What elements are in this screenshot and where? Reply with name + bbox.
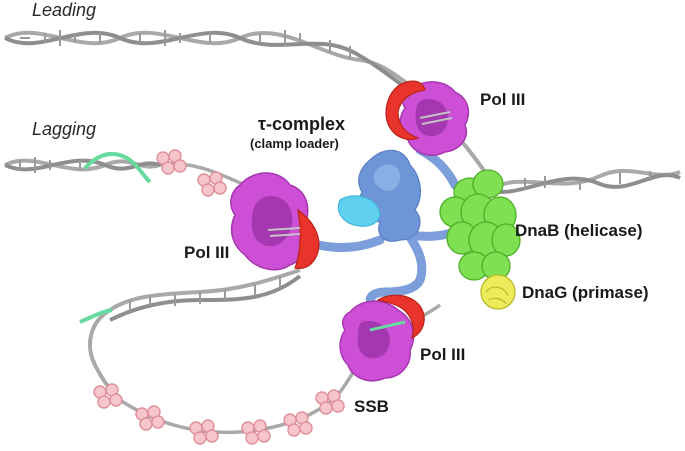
beta-clamp-bottom	[376, 294, 425, 340]
pol3-bottom	[339, 294, 425, 382]
rna-primer-upper	[83, 151, 152, 184]
dnag-primase	[480, 274, 516, 310]
pol3-left	[230, 172, 320, 271]
beta-clamp-top	[385, 80, 426, 141]
tau-complex-label: τ-complex	[258, 114, 345, 134]
leading-strand-dna	[4, 30, 422, 98]
ssb-cluster	[241, 419, 271, 445]
ssb-cluster	[93, 383, 123, 409]
ssb-cluster	[135, 405, 165, 431]
ssb-cluster	[189, 419, 219, 445]
pol3-top-label: Pol III	[480, 90, 525, 109]
pol3-top	[385, 80, 470, 156]
ssb-cluster	[315, 389, 345, 415]
tau-complex	[295, 145, 465, 310]
ssb-cluster	[283, 411, 313, 437]
ssb-proteins	[93, 149, 345, 445]
leading-label: Leading	[32, 0, 96, 20]
ssb-cluster	[197, 171, 227, 197]
dnab-label: DnaB (helicase)	[515, 221, 643, 240]
pol3-left-label: Pol III	[184, 243, 229, 262]
lagging-strand-upper-dna	[4, 151, 246, 187]
rna-primer-lower	[79, 308, 113, 324]
ssb-label: SSB	[354, 397, 389, 416]
beta-clamp-left	[294, 208, 320, 270]
clamp-loader-label: (clamp loader)	[250, 136, 339, 151]
dnag-label: DnaG (primase)	[522, 283, 649, 302]
ssb-cluster	[156, 149, 187, 175]
lagging-label: Lagging	[32, 119, 96, 139]
pol3-bottom-label: Pol III	[420, 345, 465, 364]
